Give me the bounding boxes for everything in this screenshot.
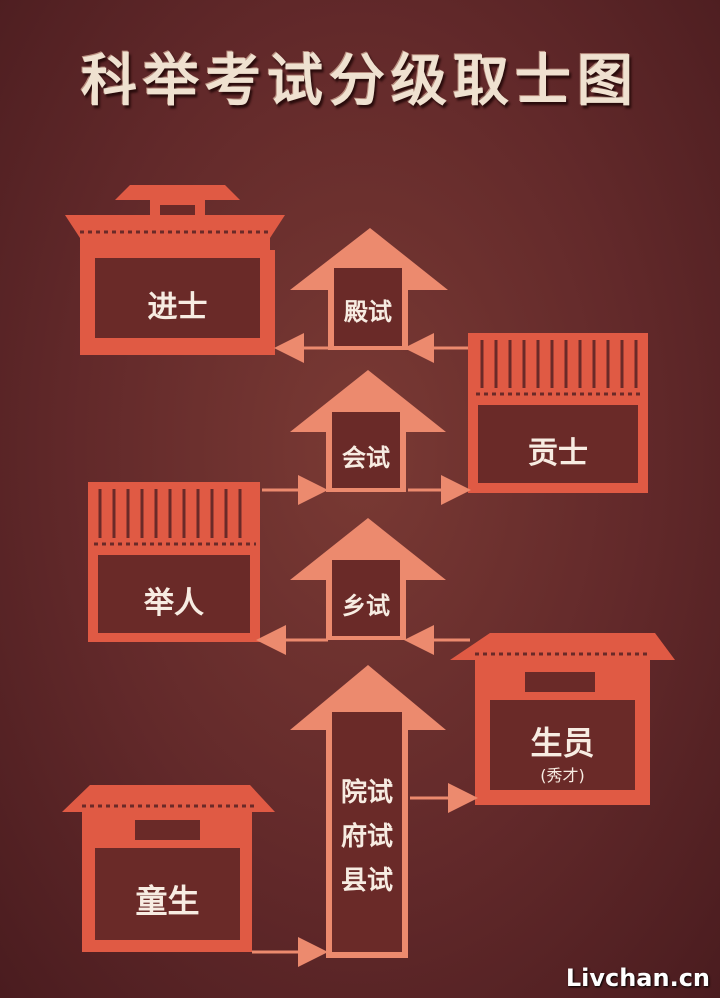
xiangshi-arrow xyxy=(290,518,446,640)
huishi-arrow xyxy=(290,370,446,492)
xiangshi-label: 乡试 xyxy=(342,592,390,620)
dianshi-label: 殿试 xyxy=(344,298,392,326)
shengyuan-building-icon xyxy=(450,633,675,805)
jinshi-building-icon xyxy=(65,185,285,355)
juren-building-icon xyxy=(88,482,260,642)
dianshi-arrow xyxy=(290,228,448,350)
yuanshi-label: 院试 xyxy=(340,778,393,808)
tongsheng-building-icon xyxy=(62,785,275,952)
connector-arrows xyxy=(252,333,478,967)
yuanshi-arrow xyxy=(290,665,446,958)
huishi-label: 会试 xyxy=(342,444,390,472)
watermark: Livchan.cn xyxy=(565,964,710,992)
shengyuan-label: 生员 xyxy=(530,724,595,762)
gongshi-building-icon xyxy=(468,333,648,493)
page-title: 科举考试分级取士图 xyxy=(81,48,639,114)
shengyuan-note: (秀才) xyxy=(540,766,585,785)
gongshi-label: 贡士 xyxy=(528,436,588,471)
juren-label: 举人 xyxy=(144,586,204,621)
xianshi-label: 县试 xyxy=(340,866,393,896)
tongsheng-label: 童生 xyxy=(135,882,200,920)
jinshi-label: 进士 xyxy=(147,290,208,325)
fushi-label: 府试 xyxy=(340,822,393,852)
